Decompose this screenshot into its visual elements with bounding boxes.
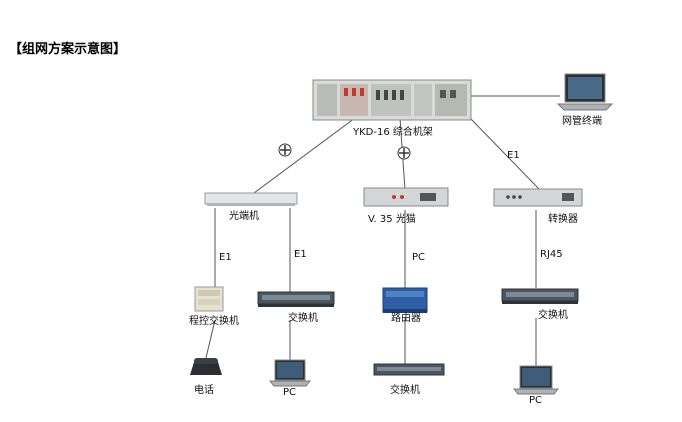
e1-link-label: E1 — [219, 252, 232, 263]
laptop-icon — [556, 73, 614, 111]
rj45-link-label: RJ45 — [540, 249, 563, 260]
diagram-title: 【组网方案示意图】 — [9, 42, 127, 57]
rack-device — [312, 79, 472, 121]
connection-lines — [204, 95, 560, 366]
e1-link-label: E1 — [294, 249, 307, 260]
switch-device — [373, 363, 445, 376]
fiber-icon — [278, 143, 292, 157]
v35-modem-device — [363, 187, 449, 207]
optical-label: 光端机 — [229, 211, 259, 222]
switch-device — [501, 288, 579, 304]
v35-label: V. 35 光猫 — [368, 214, 416, 225]
link-rack-converter — [469, 117, 541, 191]
switch-label: 交换机 — [288, 313, 318, 324]
e1-link-label: E1 — [507, 150, 520, 161]
router-device — [382, 287, 428, 313]
switch-device — [257, 291, 335, 307]
pc-link-label: PC — [412, 252, 426, 263]
pbx-label: 程控交换机 — [189, 316, 239, 327]
terminal-label: 网管终端 — [562, 116, 602, 127]
link-rack-optical — [249, 117, 356, 197]
converter-device — [493, 188, 583, 207]
pc-label: PC — [529, 395, 543, 406]
converter-label: 转换器 — [548, 214, 578, 225]
fiber-icon — [397, 146, 411, 160]
rack-label: YKD-16 综合机架 — [353, 127, 433, 138]
switch-label: 交换机 — [538, 310, 568, 321]
router-label: 路由器 — [391, 313, 421, 324]
link-pbx-phone — [204, 319, 216, 363]
telephone-icon — [190, 358, 222, 375]
pbx-device — [194, 286, 224, 312]
switch-label: 交换机 — [390, 385, 420, 396]
pc-label: PC — [283, 387, 297, 398]
phone-label: 电话 — [194, 385, 214, 396]
optical-terminal-device — [204, 192, 298, 206]
laptop-icon — [512, 365, 560, 395]
laptop-icon — [268, 359, 312, 387]
